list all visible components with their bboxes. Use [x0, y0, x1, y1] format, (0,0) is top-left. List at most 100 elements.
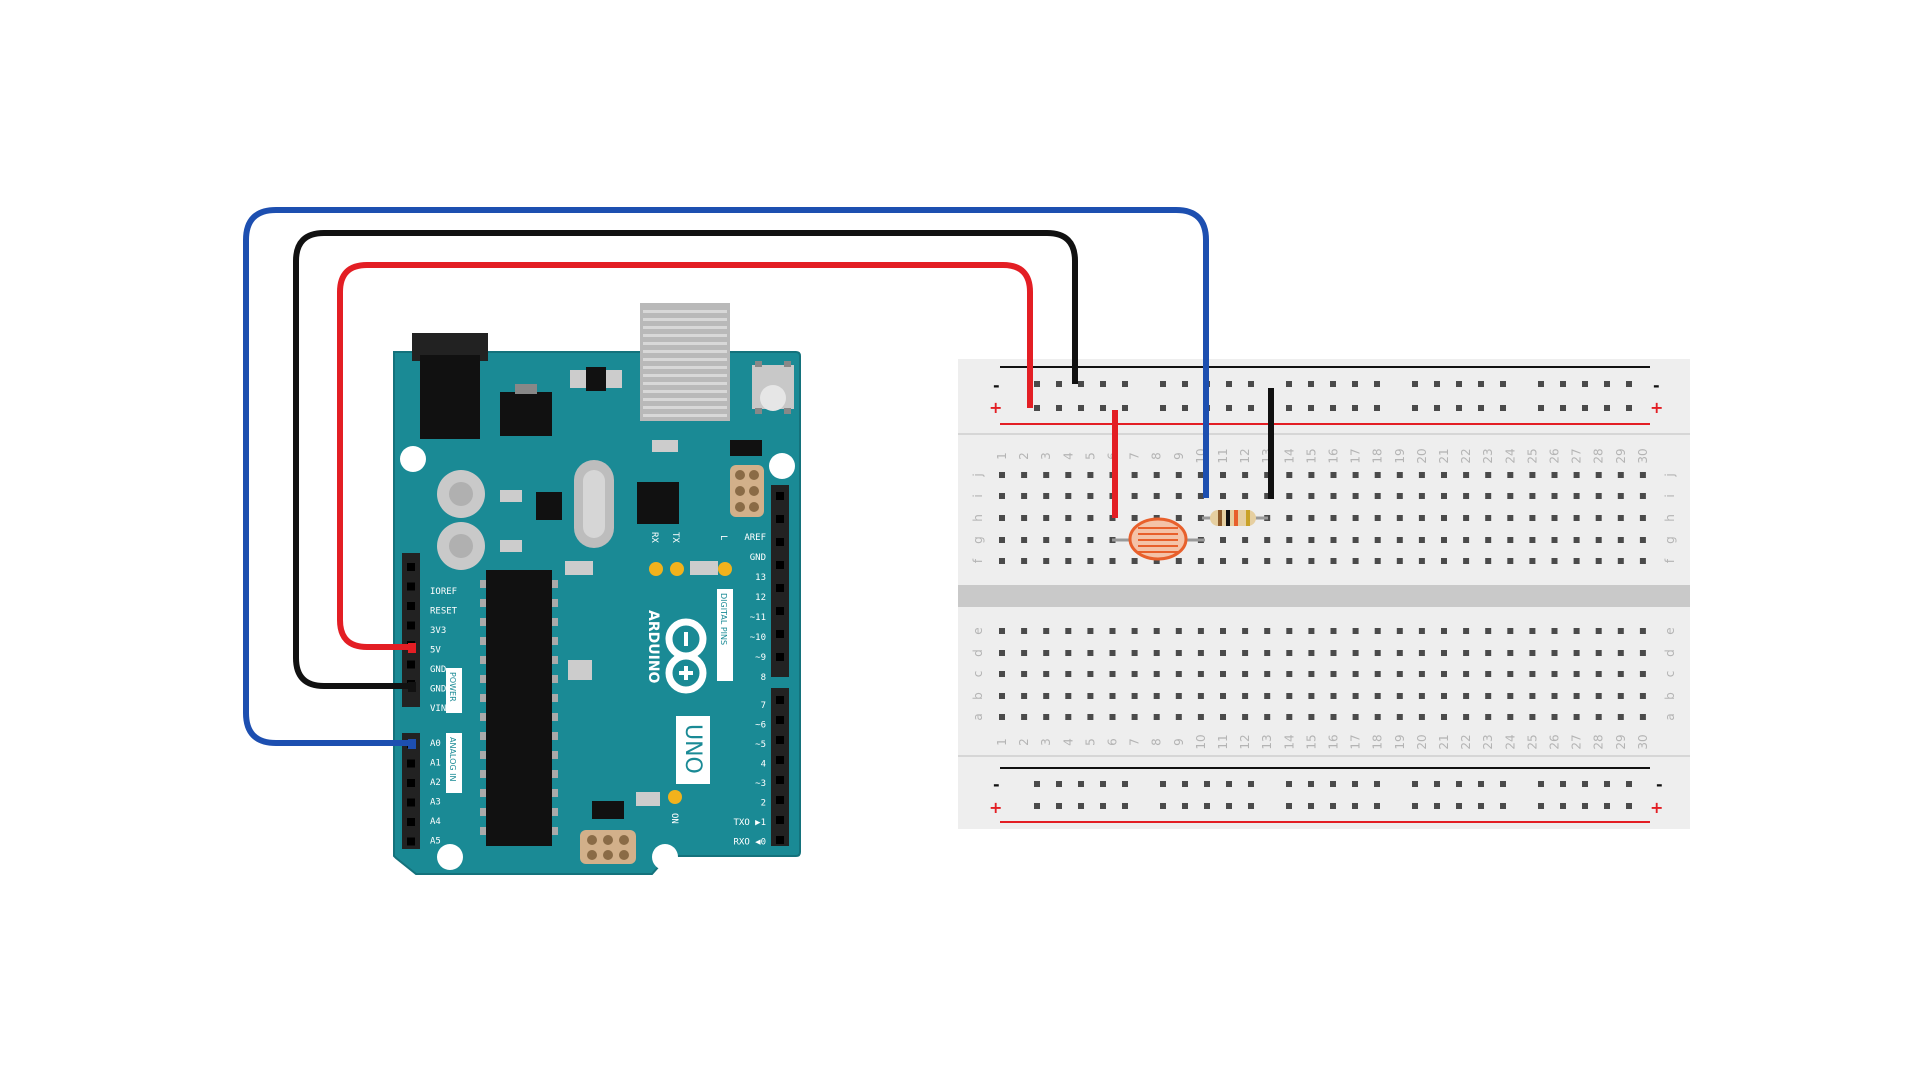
header-pin[interactable]: [776, 538, 784, 546]
breadboard-hole[interactable]: [1131, 628, 1138, 634]
breadboard-hole[interactable]: [1374, 650, 1381, 656]
breadboard-hole[interactable]: [1087, 671, 1094, 677]
breadboard-hole[interactable]: [1485, 472, 1492, 478]
breadboard-hole[interactable]: [1043, 493, 1050, 499]
breadboard-hole[interactable]: [1595, 650, 1602, 656]
header-pin[interactable]: [776, 607, 784, 615]
breadboard-hole[interactable]: [1087, 493, 1094, 499]
breadboard-hole[interactable]: [1308, 693, 1315, 699]
breadboard-hole[interactable]: [1396, 515, 1403, 521]
breadboard-hole[interactable]: [1396, 714, 1403, 720]
breadboard-hole[interactable]: [1153, 493, 1160, 499]
breadboard-hole[interactable]: [1418, 493, 1425, 499]
breadboard-hole[interactable]: [1595, 628, 1602, 634]
breadboard-hole[interactable]: [1485, 515, 1492, 521]
breadboard-hole[interactable]: [1352, 714, 1359, 720]
header-pin[interactable]: [776, 630, 784, 638]
breadboard-hole[interactable]: [1043, 693, 1050, 699]
header-pin[interactable]: [407, 798, 415, 807]
breadboard-hole[interactable]: [1595, 537, 1602, 543]
header-pin[interactable]: [776, 816, 784, 824]
breadboard-hole[interactable]: [1463, 671, 1470, 677]
breadboard-hole[interactable]: [1352, 515, 1359, 521]
breadboard-hole[interactable]: [1441, 714, 1447, 720]
breadboard-hole[interactable]: [1226, 381, 1232, 387]
breadboard-hole[interactable]: [1226, 405, 1232, 411]
breadboard-hole[interactable]: [1560, 803, 1566, 809]
breadboard-hole[interactable]: [1065, 714, 1072, 720]
breadboard-hole[interactable]: [1551, 537, 1558, 543]
breadboard-hole[interactable]: [1021, 472, 1028, 478]
breadboard-hole[interactable]: [1639, 693, 1646, 699]
breadboard-hole[interactable]: [1573, 671, 1580, 677]
breadboard-hole[interactable]: [1441, 671, 1447, 677]
breadboard-hole[interactable]: [1100, 803, 1106, 809]
breadboard-hole[interactable]: [1308, 515, 1315, 521]
breadboard-hole[interactable]: [1396, 493, 1403, 499]
breadboard-hole[interactable]: [1056, 405, 1062, 411]
breadboard-hole[interactable]: [1264, 537, 1271, 543]
breadboard-hole[interactable]: [1242, 628, 1249, 634]
breadboard-hole[interactable]: [1131, 671, 1138, 677]
breadboard-hole[interactable]: [1352, 628, 1359, 634]
breadboard-hole[interactable]: [1242, 693, 1249, 699]
breadboard-hole[interactable]: [1286, 472, 1293, 478]
breadboard-hole[interactable]: [999, 628, 1005, 634]
breadboard-hole[interactable]: [1418, 650, 1425, 656]
breadboard-hole[interactable]: [1538, 803, 1544, 809]
breadboard-hole[interactable]: [1595, 671, 1602, 677]
breadboard-hole[interactable]: [1131, 515, 1138, 521]
breadboard-hole[interactable]: [1617, 628, 1624, 634]
breadboard-hole[interactable]: [1197, 493, 1204, 499]
breadboard-hole[interactable]: [1617, 671, 1624, 677]
breadboard-hole[interactable]: [1264, 714, 1271, 720]
breadboard-hole[interactable]: [1412, 781, 1418, 787]
breadboard-hole[interactable]: [1065, 537, 1072, 543]
breadboard-hole[interactable]: [1308, 472, 1315, 478]
breadboard-hole[interactable]: [1639, 714, 1646, 720]
breadboard-hole[interactable]: [1308, 537, 1315, 543]
breadboard-hole[interactable]: [1087, 472, 1094, 478]
breadboard-hole[interactable]: [1412, 381, 1418, 387]
breadboard-hole[interactable]: [1220, 493, 1226, 499]
breadboard-hole[interactable]: [1021, 493, 1028, 499]
breadboard-hole[interactable]: [1485, 671, 1492, 677]
breadboard-hole[interactable]: [1626, 803, 1632, 809]
breadboard-hole[interactable]: [1582, 803, 1588, 809]
reset-button[interactable]: [752, 361, 794, 414]
breadboard-hole[interactable]: [1396, 671, 1403, 677]
breadboard-hole[interactable]: [1456, 803, 1462, 809]
breadboard-hole[interactable]: [1639, 472, 1646, 478]
header-pin[interactable]: [776, 836, 784, 844]
breadboard-hole[interactable]: [1286, 803, 1292, 809]
breadboard-hole[interactable]: [1551, 472, 1558, 478]
breadboard-hole[interactable]: [1330, 693, 1337, 699]
breadboard-hole[interactable]: [1197, 515, 1204, 521]
breadboard-hole[interactable]: [1626, 405, 1632, 411]
breadboard-hole[interactable]: [1242, 537, 1249, 543]
breadboard-hole[interactable]: [1182, 381, 1188, 387]
breadboard-hole[interactable]: [1500, 781, 1506, 787]
breadboard-hole[interactable]: [1065, 515, 1072, 521]
breadboard-hole[interactable]: [1538, 381, 1544, 387]
breadboard-hole[interactable]: [1021, 537, 1028, 543]
breadboard-hole[interactable]: [1078, 381, 1084, 387]
breadboard-hole[interactable]: [1087, 650, 1094, 656]
breadboard-hole[interactable]: [1500, 405, 1506, 411]
breadboard-hole[interactable]: [1573, 650, 1580, 656]
breadboard-hole[interactable]: [1595, 493, 1602, 499]
breadboard-hole[interactable]: [1441, 493, 1447, 499]
breadboard-hole[interactable]: [1153, 671, 1160, 677]
breadboard-hole[interactable]: [1286, 693, 1293, 699]
breadboard-hole[interactable]: [1065, 558, 1072, 564]
breadboard-hole[interactable]: [1182, 405, 1188, 411]
header-pin[interactable]: [407, 759, 415, 768]
breadboard-hole[interactable]: [1034, 381, 1040, 387]
breadboard-hole[interactable]: [1330, 493, 1337, 499]
breadboard-hole[interactable]: [1131, 472, 1138, 478]
breadboard-hole[interactable]: [1441, 537, 1447, 543]
breadboard-hole[interactable]: [1538, 405, 1544, 411]
breadboard-hole[interactable]: [1220, 671, 1226, 677]
breadboard-hole[interactable]: [999, 650, 1005, 656]
breadboard-hole[interactable]: [1264, 472, 1271, 478]
